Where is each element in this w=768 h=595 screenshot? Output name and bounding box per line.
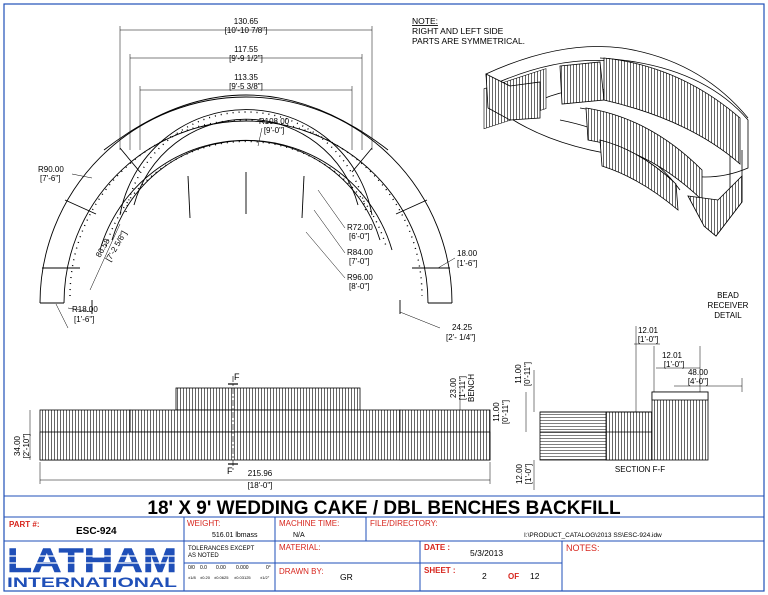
tol-r1-1: 0.0 [200,565,207,571]
sdim-11a-imp: [0'-11"] [501,400,510,424]
date-value: 5/3/2013 [470,548,503,558]
dim-r84: R84.00 [347,248,373,257]
bench-label: BENCH [467,374,476,402]
dim-r18-imp: [1'-6"] [74,315,94,324]
sdim-11b-imp: [0'-11"] [523,362,532,386]
drawn-value: GR [340,572,353,582]
dim-r84-imp: [7'-0"] [349,257,369,266]
section-dims: 12.01 [1'-0"] 12.01 [1'-0"] 48.00 [4'-0"… [492,291,749,484]
dim-r72: R72.00 [347,223,373,232]
tol-r1-0: 0/0 [188,565,195,571]
weight-label: WEIGHT: [187,519,220,528]
sdim-48: 48.00 [688,368,709,377]
notes-label: NOTES: [566,543,600,553]
part-value: ESC-924 [76,526,117,537]
machine-label: MACHINE TIME: [279,519,339,528]
tol-r2-0: ±1/8 [188,575,197,580]
tol-label-2: AS NOTED [188,553,219,559]
part-label: PART #: [9,520,40,529]
dim-117-imp: [9'-9 1/2"] [229,54,263,63]
sdim-12b-imp: [1'-0"] [664,360,684,369]
note-line-1: RIGHT AND LEFT SIDE [412,26,504,36]
detail-line-3: DETAIL [714,311,742,320]
sdim-12c: 12.00 [515,463,524,484]
section-marker-bottom: F [227,466,233,476]
dim-r108-imp: [9'-0"] [264,126,284,135]
logo-bottom: INTERNATIONAL [7,574,178,590]
dim-r90: R90.00 [38,165,64,174]
dim-r18: R18.00 [72,305,98,314]
section-marker-top: F [234,372,240,382]
file-value: I:\PRODUCT_CATALOG\2013 SS\ESC-924.idw [524,532,662,539]
tol-r2-1: ±0.20 [200,575,211,580]
date-label: DATE : [424,543,450,552]
plan-view [39,26,456,329]
dim-r96: R96.00 [347,273,373,282]
note-line-2: PARTS ARE SYMMETRICAL. [412,36,525,46]
file-label: FILE/DIRECTORY: [370,519,438,528]
front-elevation [29,376,491,484]
of-label: OF [508,572,519,581]
dim-130-imp: [10'-10 7/8"] [225,26,268,35]
tol-r2-3: ±0.03125 [234,575,251,580]
section-view [525,326,743,490]
machine-value: N/A [293,532,305,539]
dim-113-imp: [9'-5 3/8"] [229,82,263,91]
sheet-value: 2 [482,571,487,581]
sheet-border [3,3,765,592]
sdim-12b: 12.01 [662,351,683,360]
of-value: 12 [530,571,540,581]
sdim-12a: 12.01 [638,326,659,335]
dim-r72-imp: [6'-0"] [349,232,369,241]
tol-label-1: TOLERANCES EXCEPT [188,546,255,552]
dim-130: 130.65 [234,17,259,26]
title-block-fields: PART #: ESC-924 WEIGHT: 516.01 lbmass MA… [9,519,662,582]
dim-24: 24.25 [452,323,473,332]
weight-value: 516.01 lbmass [212,532,258,539]
material-label: MATERIAL: [279,543,321,552]
dim-r96-imp: [8'-0"] [349,282,369,291]
latham-logo: LATHAM INTERNATIONAL [7,542,178,590]
dim-215-imp: [18'-0"] [248,481,273,490]
sdim-48-imp: [4'-0"] [688,377,708,386]
section-label: SECTION F-F [615,465,665,474]
title-block [4,495,764,591]
dim-18-imp: [1'-6"] [457,259,477,268]
tol-r2-2: ±0.0625 [214,575,229,580]
dim-r108: R108.00 [259,117,290,126]
sdim-12a-imp: [1'-0"] [638,335,658,344]
tol-r1-4: 0° [266,565,271,571]
dim-113: 113.35 [234,73,258,82]
note-heading: NOTE: [412,16,438,26]
plan-dims: 130.65 [10'-10 7/8"] 117.55 [9'-9 1/2"] … [38,17,478,342]
dim-24-imp: [2'- 1/4"] [446,333,475,342]
dim-18: 18.00 [457,249,478,258]
detail-line-1: BEAD [717,291,739,300]
sdim-11b: 11.00 [514,364,523,384]
dim-34: 34.00 [13,435,22,456]
tol-r1-2: 0.00 [216,565,226,571]
dim-215: 215.96 [248,469,273,478]
logo-top: LATHAM [7,542,177,580]
tol-r1-3: 0.000 [236,565,249,571]
sheet-label: SHEET : [424,566,456,575]
drawn-label: DRAWN BY: [279,567,324,576]
elevation-dims: F F 34.00 [2'-10"] 23.00 [1'-11"] BENCH … [13,372,476,490]
note: NOTE: RIGHT AND LEFT SIDE PARTS ARE SYMM… [412,16,525,46]
dim-34-imp: [2'-10"] [22,434,31,459]
isometric-view [483,46,749,237]
dim-23-imp: [1'-11"] [458,376,467,400]
dim-r90-imp: [7'-6"] [40,174,60,183]
dim-23: 23.00 [449,377,458,398]
sdim-12c-imp: [1'-0"] [524,464,533,484]
detail-line-2: RECEIVER [708,301,749,310]
dim-117: 117.55 [234,45,258,54]
tol-r2-4: ±1/2° [260,575,270,580]
sdim-11a: 11.00 [492,402,501,422]
drawing-title: 18' X 9' WEDDING CAKE / DBL BENCHES BACK… [147,498,621,519]
